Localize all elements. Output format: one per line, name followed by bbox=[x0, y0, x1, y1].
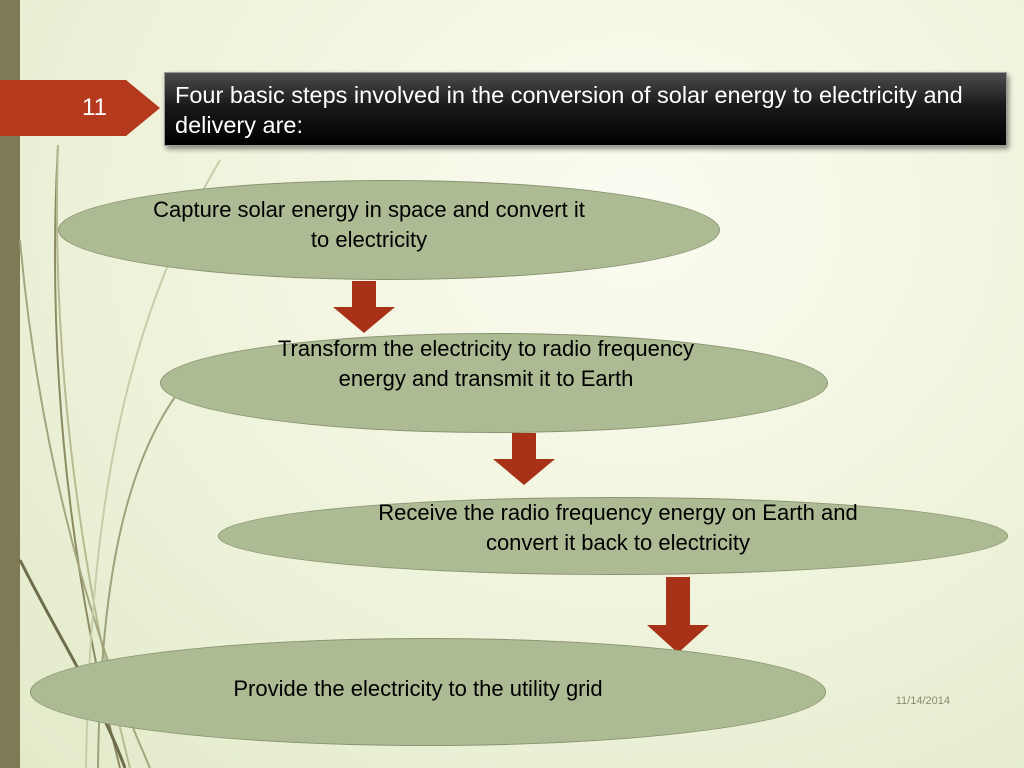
step-3-ellipse: Receive the radio frequency energy on Ea… bbox=[218, 497, 1008, 575]
slide-number-tab bbox=[0, 80, 160, 136]
step-4-ellipse: Provide the electricity to the utility g… bbox=[30, 638, 826, 746]
step-4-text: Provide the electricity to the utility g… bbox=[233, 676, 603, 701]
left-accent-bar bbox=[0, 0, 20, 768]
step-1-text: Capture solar energy in space and conver… bbox=[153, 197, 585, 252]
slide-date: 11/14/2014 bbox=[895, 695, 950, 707]
step-2-ellipse: Transform the electricity to radio frequ… bbox=[160, 333, 828, 433]
slide-number: 11 bbox=[82, 94, 107, 121]
slide-title: Four basic steps involved in the convers… bbox=[175, 82, 963, 138]
title-bar: Four basic steps involved in the convers… bbox=[164, 72, 1007, 146]
step-2-text: Transform the electricity to radio frequ… bbox=[277, 336, 695, 391]
step-3-text: Receive the radio frequency energy on Ea… bbox=[378, 500, 858, 555]
step-1-ellipse: Capture solar energy in space and conver… bbox=[58, 180, 720, 280]
